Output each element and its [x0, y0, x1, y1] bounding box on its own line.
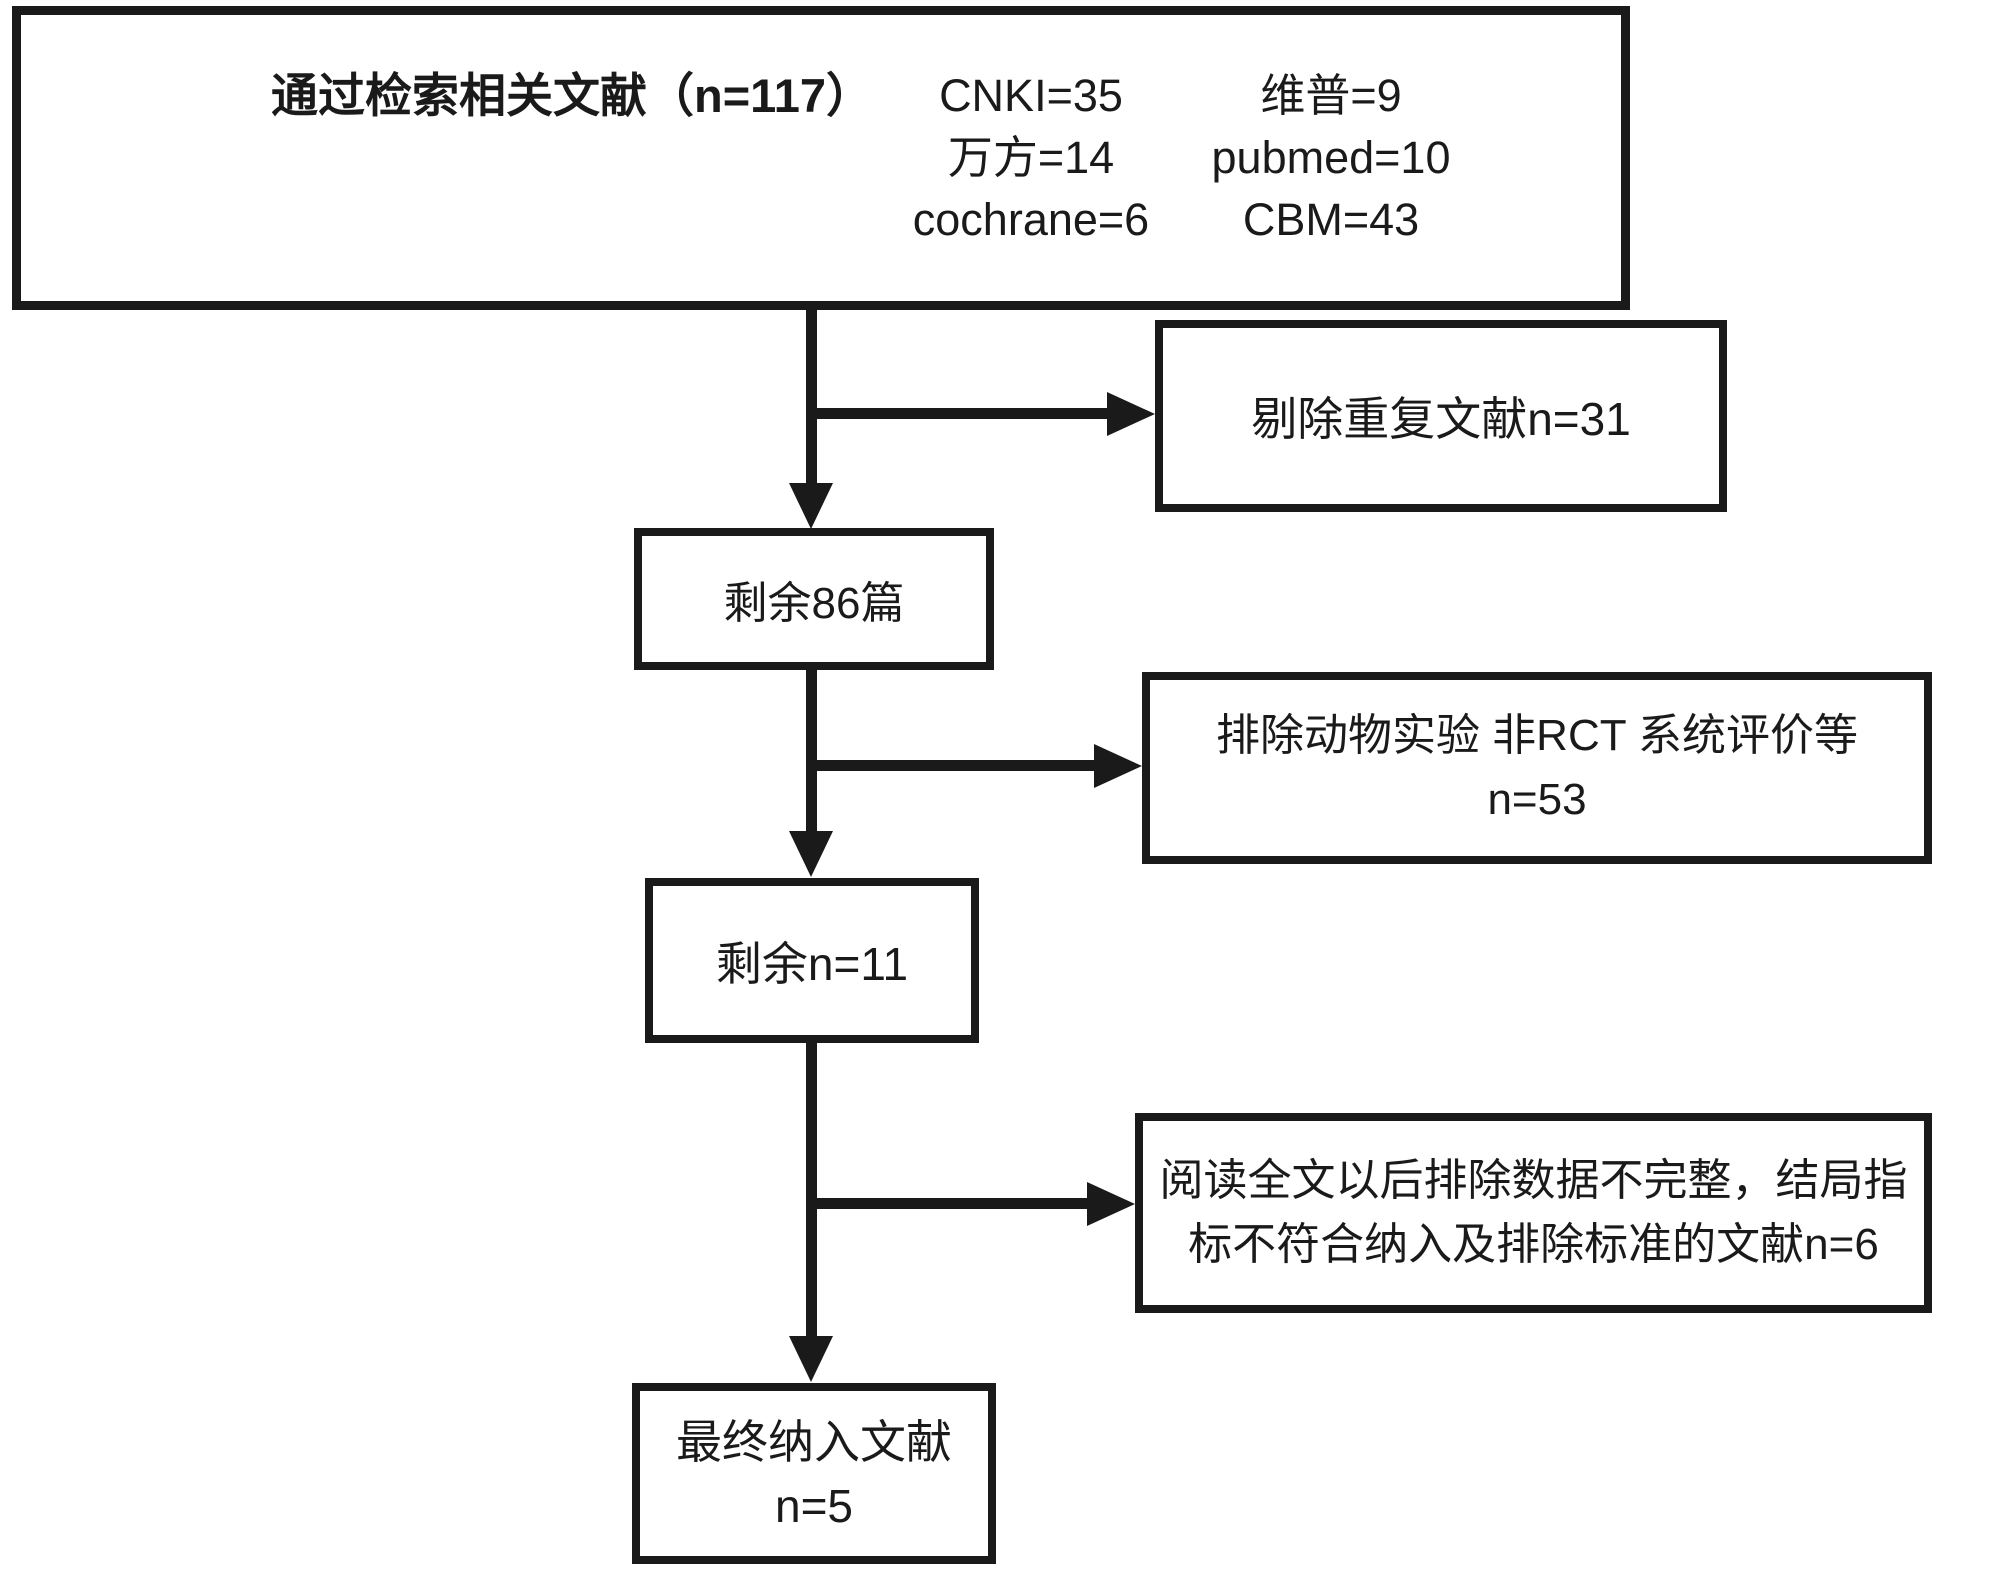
count-cochrane: cochrane=6	[912, 194, 1150, 245]
node-remaining-86: 剩余86篇	[634, 528, 994, 670]
flow-line-spine-1	[806, 306, 817, 486]
flow-line-branch-exclude-fulltext	[808, 1198, 1090, 1209]
count-pubmed: pubmed=10	[1211, 132, 1451, 183]
final-line1: 最终纳入文献	[676, 1415, 952, 1468]
remain86-label: 剩余86篇	[723, 579, 905, 628]
node-excluded-fulltext: 阅读全文以后排除数据不完整，结局指 标不符合纳入及排除标准的文献n=6	[1135, 1113, 1932, 1313]
count-cnki: CNKI=35	[939, 70, 1123, 121]
grid-spacer	[271, 127, 896, 189]
exclude-rct-line1: 排除动物实验 非RCT 系统评价等	[1215, 711, 1859, 760]
flow-line-spine-3	[806, 1041, 817, 1338]
node-duplicates-removed: 剔除重复文献n=31	[1155, 320, 1727, 512]
remain11-label: 剩余n=11	[715, 937, 909, 990]
dedup-label: 剔除重复文献n=31	[1251, 393, 1631, 445]
node-final-included: 最终纳入文献 n=5	[632, 1383, 996, 1564]
count-cbm: CBM=43	[1242, 194, 1420, 245]
arrow-right-icon	[1107, 392, 1155, 436]
arrow-down-icon	[789, 483, 833, 529]
arrow-right-icon	[1087, 1182, 1135, 1226]
search-counts-grid: 通过检索相关文献（n=117） CNKI=35 维普=9 万方=14 pubme…	[21, 15, 1621, 251]
node-remaining-11: 剩余n=11	[645, 878, 979, 1043]
exclude-fulltext-line2: 标不符合纳入及排除标准的文献n=6	[1188, 1220, 1879, 1269]
exclude-fulltext-line1: 阅读全文以后排除数据不完整，结局指	[1159, 1156, 1908, 1205]
search-title: 通过检索相关文献（n=117）	[271, 69, 873, 122]
count-weipu: 维普=9	[1260, 70, 1402, 121]
exclude-rct-line2: n=53	[1487, 775, 1587, 824]
arrow-down-icon	[789, 1336, 833, 1382]
arrow-down-icon	[789, 831, 833, 877]
node-excluded-non-rct: 排除动物实验 非RCT 系统评价等 n=53	[1142, 672, 1932, 864]
grid-spacer	[271, 189, 896, 251]
flow-line-branch-dedup	[808, 408, 1110, 419]
flow-line-spine-2	[806, 668, 817, 834]
count-wanfang: 万方=14	[947, 132, 1115, 183]
flow-line-branch-exclude-rct	[808, 760, 1097, 771]
arrow-right-icon	[1094, 744, 1142, 788]
node-search-identified: 通过检索相关文献（n=117） CNKI=35 维普=9 万方=14 pubme…	[12, 6, 1630, 310]
final-line2: n=5	[774, 1479, 854, 1532]
